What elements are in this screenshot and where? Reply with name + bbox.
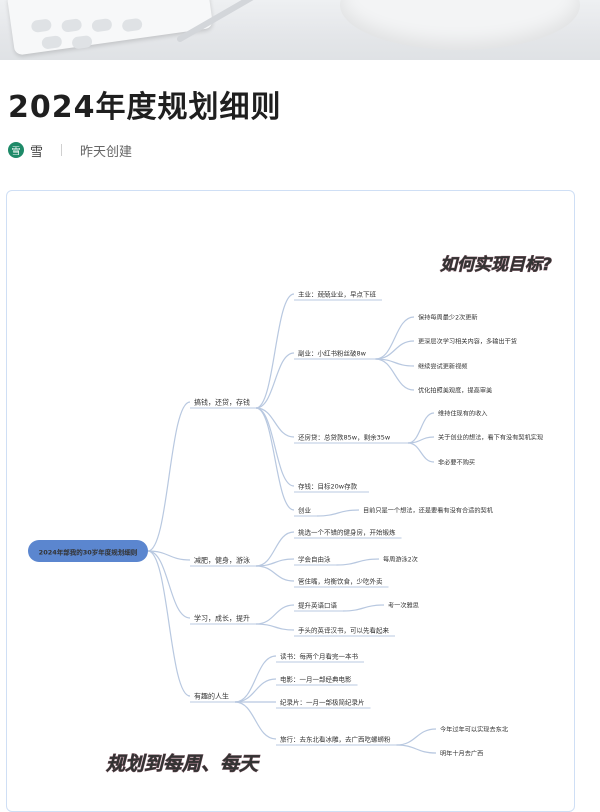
mindmap-link [316, 509, 360, 517]
mindmap-subtopic-label: 继续尝试更新视频 [418, 363, 468, 371]
mindmap-link [342, 604, 385, 612]
mindmap-link [147, 550, 191, 697]
avatar[interactable]: 雪 [8, 142, 24, 158]
mindmap-link [147, 401, 191, 552]
header-banner-image [0, 0, 600, 60]
mindmap-topic-label: 提升英语口语 [298, 601, 338, 610]
mindmap-link [147, 550, 191, 561]
mindmap-topic-label: 挑选一个不错的健身房，开始锻炼 [298, 528, 396, 537]
mindmap-root-node [28, 540, 148, 562]
mindmap-topic-label: 管住嘴，均衡饮食，少吃外卖 [298, 577, 383, 586]
mindmap-link [407, 412, 435, 444]
mindmap-link [255, 293, 295, 409]
mindmap-link [255, 407, 295, 438]
overlay-heading-bottom: 规划到每周、每天 [106, 753, 261, 775]
mindmap-topic-label: 创业 [298, 506, 312, 515]
mindmap-link [336, 558, 380, 566]
mindmap-branch-label: 搞钱，还贷，存钱 [194, 398, 250, 407]
mindmap-subtopic-label: 明年十月去广西 [440, 750, 483, 758]
mindmap-topic-label: 电影：一月一部经典电影 [280, 675, 352, 684]
divider [61, 144, 63, 156]
mindmap-branch-label: 减肥，健身，游泳 [194, 556, 250, 565]
mindmap-link [375, 316, 415, 360]
mindmap-link [255, 604, 295, 625]
mindmap-link [147, 550, 191, 619]
mindmap-link [396, 744, 437, 754]
mindmap-topic-label: 副业：小红书粉丝破8w [298, 349, 367, 358]
mindmap-topic-label: 主业：兢兢业业，早点下班 [298, 290, 377, 299]
mindmap-subtopic-label: 保持每周最少2次更新 [418, 314, 478, 322]
mindmap-topic-label: 还房贷：总贷款85w，剩余35w [298, 433, 391, 442]
mindmap-topic-label: 手头的英译汉书，可以先看起来 [298, 626, 390, 635]
mindmap-branch-label: 有趣的人生 [194, 692, 229, 701]
page-title: 2024年度规划细则 [8, 90, 282, 125]
mindmap-subtopic-label: 目前只是一个想法，还是要看有没有合适的契机 [363, 507, 494, 515]
overlay-heading-top: 如何实现目标? [440, 255, 552, 275]
mindmap-topic-label: 存钱：目标20w存款 [298, 482, 358, 491]
mindmap-link [375, 340, 415, 360]
mindmap-topic-label: 旅行：去东北看冰雕，去广西吃螺蛳粉 [280, 735, 391, 744]
mindmap-subtopic-label: 维持住现有的收入 [438, 410, 488, 418]
mindmap-link [255, 531, 295, 567]
mindmap-link [255, 623, 295, 631]
mindmap-link [234, 701, 277, 740]
mindmap-link [396, 728, 437, 746]
mindmap-link [407, 442, 435, 463]
mindmap-link [375, 358, 415, 391]
author-name[interactable]: 雪 [30, 144, 44, 160]
mindmap-subtopic-label: 今年过年可以实现去东北 [440, 726, 509, 734]
mindmap-subtopic-label: 每周游泳2次 [383, 556, 418, 564]
mindmap-link [255, 407, 295, 487]
mindmap-topic-label: 读书：每两个月看完一本书 [280, 652, 359, 661]
mindmap-root-label: 2024年部我的30岁年度规划细则 [39, 548, 138, 557]
mindmap-topic-label: 学会自由泳 [298, 555, 331, 564]
mindmap-subtopic-label: 更深层次学习相关内容，多输出干货 [418, 338, 517, 346]
mindmap-subtopic-label: 非必要不购买 [438, 459, 475, 467]
mindmap-link [255, 407, 295, 511]
mindmap-link [255, 352, 295, 409]
created-date: 昨天创建 [80, 144, 133, 160]
mindmap-link [234, 655, 277, 703]
mindmap-subtopic-label: 关于创业的想法，看下有没有契机实现 [438, 434, 543, 442]
author-meta: 雪 雪 昨天创建 [8, 140, 132, 160]
mindmap-branch-label: 学习，成长，提升 [194, 614, 250, 623]
mindmap-link [255, 565, 295, 582]
mindmap-topic-label: 纪录片：一月一部极简纪录片 [280, 698, 365, 707]
mindmap-subtopic-label: 优化拍照美观度，提高审美 [418, 387, 492, 395]
mindmap-link [234, 678, 277, 703]
mindmap-subtopic-label: 考一次雅思 [388, 602, 419, 610]
